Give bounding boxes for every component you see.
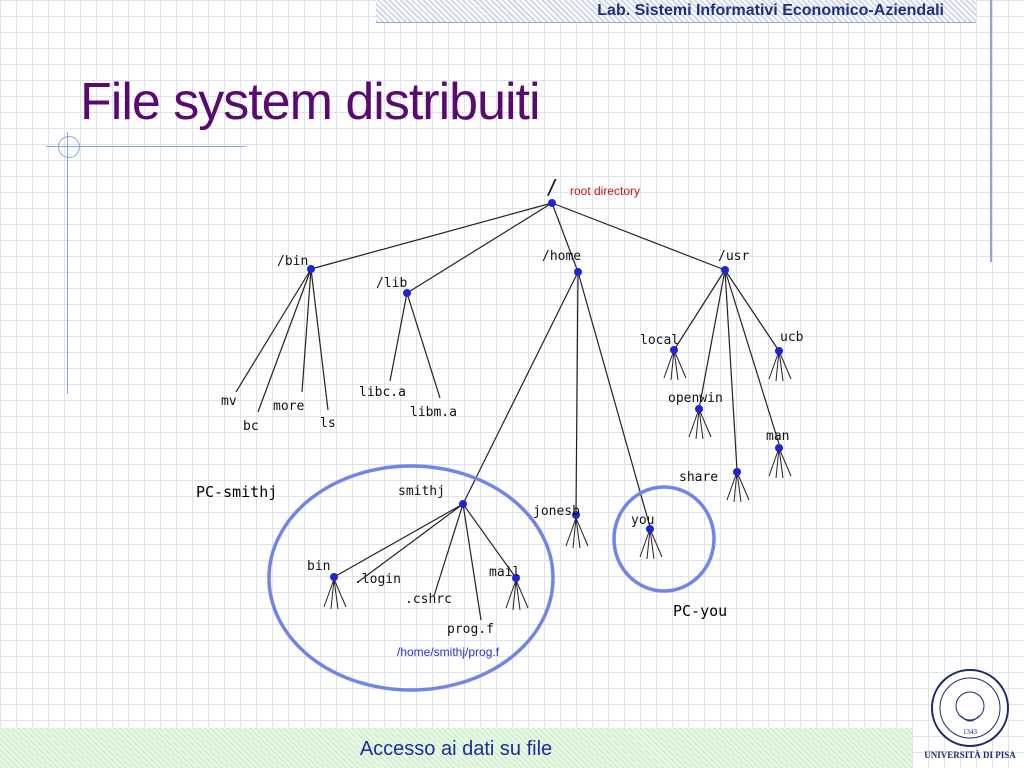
label-you: you <box>631 513 654 528</box>
subtree-fans <box>323 349 792 611</box>
edge-bin-ls <box>310 268 329 411</box>
node-jonesb <box>572 511 580 519</box>
edge-bin-more <box>301 268 312 393</box>
fan-jonesb <box>565 517 589 549</box>
seal-caption: UNIVERSITÀ DI PISA <box>924 750 1016 760</box>
title-rule-vertical <box>67 132 68 394</box>
edge-lib-libc <box>389 292 408 382</box>
label-root: / <box>546 175 558 199</box>
edge-home-you <box>577 271 651 528</box>
edge-usr-share <box>724 269 738 471</box>
node-smithj <box>459 500 467 508</box>
edge-home-jonesb <box>575 271 579 513</box>
university-seal: 1343 UNIVERSITÀ DI PISA <box>920 668 1020 764</box>
seal-emblem-icon: 1343 <box>931 669 1009 747</box>
ellipse-pc-smithj <box>267 464 555 692</box>
node-ucb <box>775 347 783 355</box>
label-usr: /usr <box>718 249 749 264</box>
node-share <box>733 468 741 476</box>
tree-nodes <box>307 199 783 582</box>
label-lib: /lib <box>376 276 407 291</box>
edge-bin-bc <box>257 268 312 413</box>
edge-root-usr <box>551 202 726 271</box>
node-openwin <box>695 405 703 413</box>
edge-usr-ucb <box>724 269 780 352</box>
label-path-note: /home/smithj/prog.f <box>397 645 500 659</box>
label-cshrc: .cshrc <box>405 592 452 607</box>
label-bin: /bin <box>277 254 308 269</box>
label-local: local <box>640 333 679 348</box>
label-pc-smithj: PC-smithj <box>196 483 277 501</box>
label-openwin: openwin <box>668 391 723 406</box>
edge-usr-man <box>724 269 780 445</box>
label-login: .login <box>354 572 401 587</box>
footer-text: Accesso ai dati su file <box>359 738 553 760</box>
node-usr <box>721 266 729 274</box>
edge-home-smithj <box>462 271 579 505</box>
node-smithj-bin <box>330 573 338 581</box>
label-mv: mv <box>221 394 237 409</box>
label-man: man <box>766 429 789 444</box>
edge-smithj-prog <box>462 503 482 621</box>
group-ellipses <box>267 464 716 692</box>
edge-root-lib <box>406 202 553 294</box>
node-mail <box>512 574 520 582</box>
label-ucb: ucb <box>780 330 804 345</box>
label-bc: bc <box>243 419 259 434</box>
label-more: more <box>273 399 304 414</box>
edge-smithj-login <box>357 503 464 583</box>
header-bar <box>376 0 976 23</box>
edge-usr-local <box>673 269 726 351</box>
node-root <box>548 199 556 207</box>
label-libc: libc.a <box>359 385 406 400</box>
decorative-rule <box>990 0 992 262</box>
ellipse-pc-you <box>612 485 716 593</box>
slide-title: File system distribuiti <box>80 73 541 131</box>
fan-smithj-bin <box>323 578 347 610</box>
label-libm: libm.a <box>410 405 457 420</box>
label-smithj: smithj <box>398 484 445 499</box>
node-home <box>574 268 582 276</box>
edge-bin-mv <box>235 268 312 393</box>
edge-smithj-bin <box>333 503 464 578</box>
tree-labels: / root directory /bin /lib /home /usr mv… <box>196 175 804 659</box>
seal-year: 1343 <box>963 728 978 736</box>
node-man <box>775 444 783 452</box>
label-ls: ls <box>320 416 336 431</box>
label-prog: prog.f <box>447 622 494 637</box>
footer-bar <box>0 728 912 768</box>
node-you <box>646 525 654 533</box>
label-home: /home <box>542 249 581 264</box>
node-bin <box>307 265 315 273</box>
fan-share <box>726 471 750 503</box>
label-smithj-bin: bin <box>307 559 330 574</box>
edge-usr-openwin <box>698 269 726 410</box>
label-mail: mail <box>489 565 520 580</box>
header-text: Lab. Sistemi Informativi Economico-Azien… <box>597 2 944 19</box>
edge-smithj-cshrc <box>433 503 464 597</box>
fan-man <box>768 447 792 479</box>
title-ring <box>58 136 80 158</box>
edge-lib-libm <box>406 292 441 399</box>
fan-mail <box>505 579 529 611</box>
label-pc-you: PC-you <box>673 602 727 620</box>
edge-root-bin <box>310 202 553 270</box>
fan-openwin <box>688 408 712 440</box>
fan-ucb <box>768 350 792 382</box>
edge-root-home <box>551 202 579 273</box>
fan-you <box>639 528 663 560</box>
label-root-note: root directory <box>570 184 640 198</box>
label-share: share <box>679 470 718 485</box>
edge-smithj-mail <box>462 503 517 579</box>
fan-local <box>663 349 687 381</box>
title-rule <box>46 146 246 147</box>
node-lib <box>403 289 411 297</box>
label-jonesb: jonesb <box>533 504 580 519</box>
tree-edges <box>235 202 780 621</box>
node-local <box>670 346 678 354</box>
